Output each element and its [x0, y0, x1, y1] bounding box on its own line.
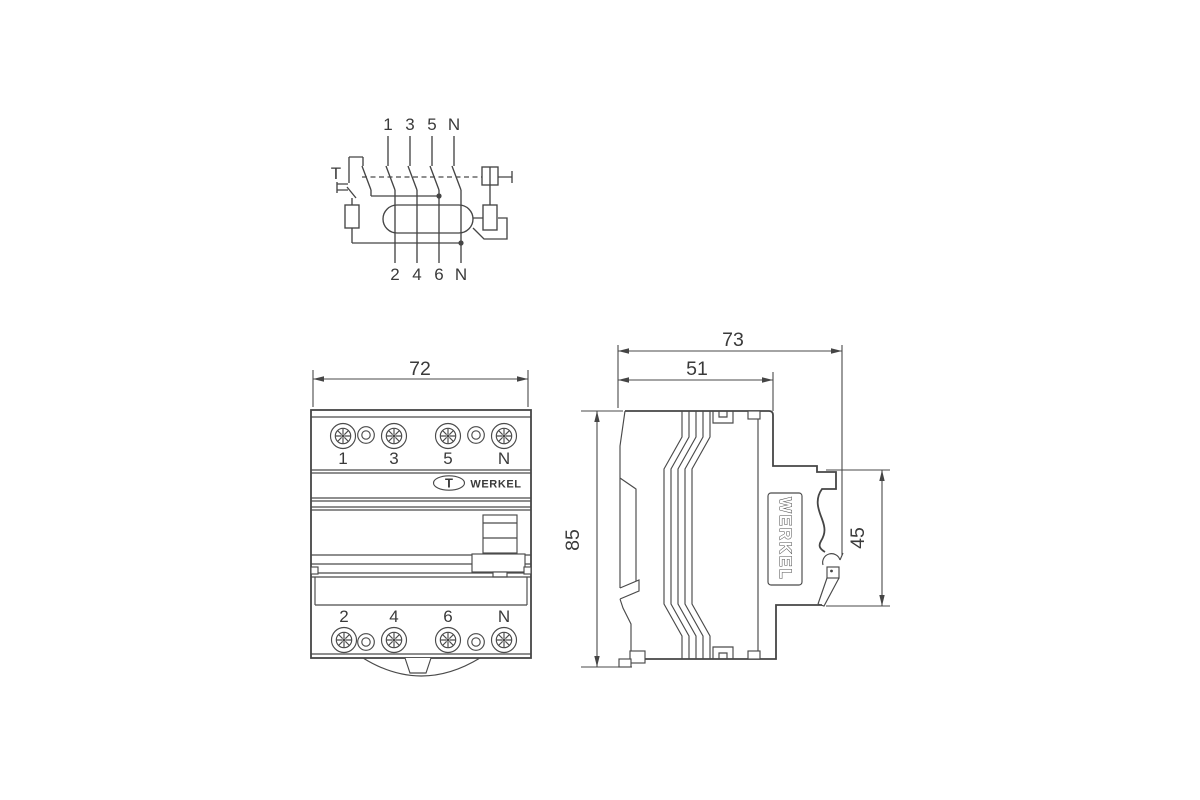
arrowhead [594, 656, 600, 667]
overall-depth-dim-text: 73 [722, 329, 744, 351]
mechanism-detail [489, 167, 513, 205]
test-circuit-wiring [336, 156, 461, 244]
schematic-terminal-5: 5 [427, 115, 436, 134]
terminal-screw-3 [380, 422, 408, 450]
arrowhead [517, 376, 528, 382]
terminal-screw-n-top [490, 422, 518, 450]
din-clip-foot-lower [618, 658, 632, 668]
trip-indicator-window [826, 566, 840, 579]
trip-indicator-dot [830, 569, 833, 573]
front-terminal-2: 2 [339, 607, 348, 626]
toroid-core [382, 204, 474, 234]
height-dim-text: 85 [562, 529, 584, 551]
junction-dot-neutral [458, 240, 464, 246]
terminal-screw-1 [329, 422, 357, 450]
arrowhead [313, 376, 324, 382]
top-edge-notch [747, 410, 761, 420]
trip-flag-loop [822, 552, 844, 566]
panel-lines-middle [311, 497, 531, 511]
top-bracket [712, 411, 734, 424]
arrowhead [618, 348, 629, 354]
terminal-screw-2 [330, 626, 358, 654]
terminal-screw-6 [434, 626, 462, 654]
schematic-terminal-2: 2 [390, 265, 399, 284]
test-button-label: T [445, 476, 453, 491]
front-terminal-4: 4 [389, 607, 398, 626]
arrowhead [618, 377, 629, 383]
front-width-dim-text: 72 [409, 358, 431, 380]
terminal-screw-5 [434, 422, 462, 450]
height-extension-lines [581, 410, 632, 668]
schematic-terminal-1: 1 [383, 115, 392, 134]
pole-lines-top [387, 136, 455, 166]
schematic-terminal-6: 6 [434, 265, 443, 284]
side-view: 73 51 85 45 [562, 329, 890, 668]
terminal-screw-n-bottom [490, 626, 518, 654]
schematic-terminal-n-top: N [448, 115, 460, 134]
relay-yoke [472, 217, 508, 240]
arrowhead [762, 377, 773, 383]
terminal-port-bottom-left [357, 633, 375, 651]
toggle-lever-slot [482, 514, 518, 554]
pole-lines-bottom [394, 190, 462, 263]
din-clip-tab [404, 657, 432, 674]
lower-face-lines [311, 576, 531, 606]
arrowhead [594, 411, 600, 422]
toggle-handle-tab [492, 571, 508, 578]
terminal-port-top-left [357, 426, 375, 444]
din-clip-foot-upper [629, 650, 646, 664]
front-width-extension-lines [312, 370, 529, 407]
brand-logo-side: WERKEL [776, 497, 794, 581]
side-notch-left [310, 566, 319, 575]
brand-plate [767, 492, 803, 586]
arrowhead [879, 470, 885, 481]
front-height-extension-lines [826, 469, 890, 607]
panel-lines-upper [311, 469, 531, 474]
side-body-outline [625, 410, 837, 660]
wiring-diagram: 1 3 5 N 2 4 6 N T [331, 115, 513, 284]
arrowhead [831, 348, 842, 354]
terminal-port-top-right [467, 426, 485, 444]
junction-dot-phase [436, 193, 442, 199]
toggle-lever-segments [483, 522, 517, 539]
contact-blades [361, 165, 462, 191]
terminal-screw-4 [380, 626, 408, 654]
depth-extension-lines [617, 345, 843, 555]
trip-relay [482, 204, 498, 231]
test-button[interactable] [432, 475, 466, 491]
arrowhead [879, 595, 885, 606]
din-clip-profile [619, 410, 640, 651]
front-terminal-1: 1 [338, 449, 347, 468]
front-height-dim-text: 45 [847, 527, 869, 549]
case-ribs [663, 411, 711, 659]
schematic-terminal-n-bottom: N [455, 265, 467, 284]
side-notch-right [523, 566, 532, 575]
front-terminal-6: 6 [443, 607, 452, 626]
din-clip-arc [362, 657, 481, 677]
front-view: 72 1 3 5 N T WERKEL 2 4 6 [310, 358, 532, 677]
front-terminal-3: 3 [389, 449, 398, 468]
body-depth-dim-text: 51 [686, 358, 708, 380]
front-terminal-5: 5 [443, 449, 452, 468]
test-resistor [344, 204, 360, 229]
terminal-port-bottom-right [467, 633, 485, 651]
front-terminal-n-bottom: N [498, 607, 510, 626]
front-terminal-n-top: N [498, 449, 510, 468]
schematic-test-label: T [331, 164, 341, 183]
trip-pointer [817, 577, 840, 607]
schematic-terminal-3: 3 [405, 115, 414, 134]
schematic-terminal-4: 4 [412, 265, 421, 284]
brand-logo-front: WERKEL [470, 479, 521, 491]
bottom-edge-notch [747, 650, 761, 660]
bottom-bracket [712, 646, 734, 659]
toggle-handle[interactable] [471, 553, 526, 573]
